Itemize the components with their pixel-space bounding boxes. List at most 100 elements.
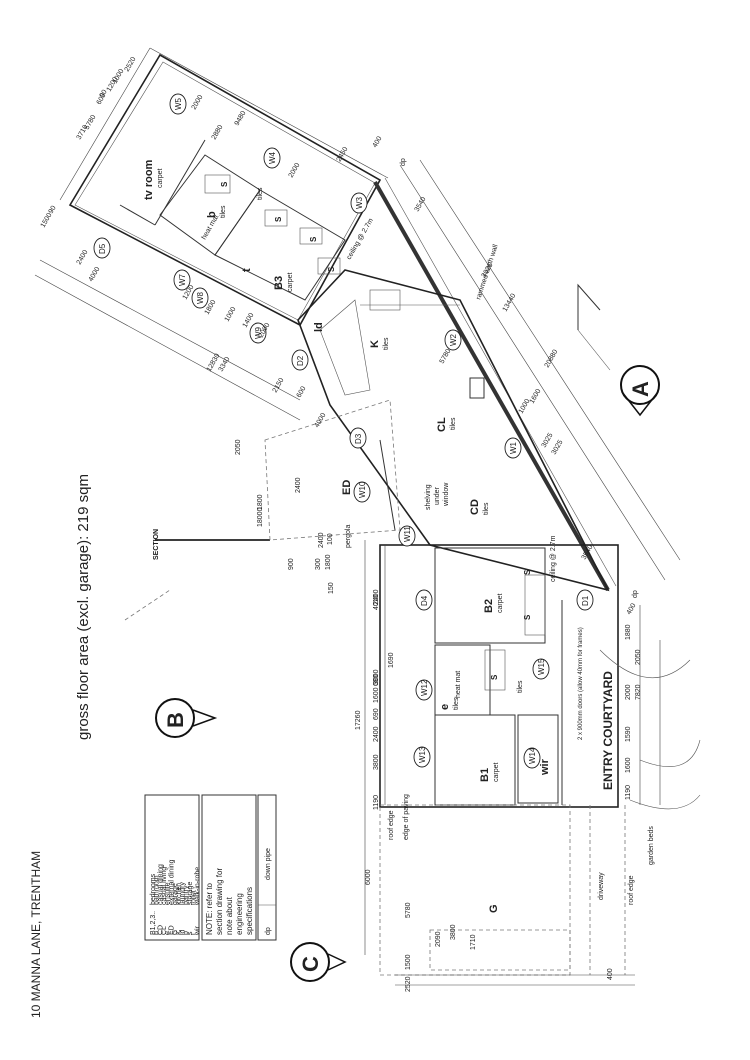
legend-code-3: CL — [161, 926, 168, 935]
tag-label-w4: W4 — [268, 151, 277, 164]
room-cl: CL — [436, 417, 448, 432]
marker-a-label: A — [628, 381, 653, 397]
dim-bot-10: 1190 — [373, 795, 380, 810]
marker-c: C — [290, 942, 347, 982]
dim-bot-33: 900 — [288, 558, 295, 570]
legend-label-1: bathroom — [154, 875, 161, 905]
room-e: e — [439, 704, 451, 710]
storage-s-4: S — [327, 266, 336, 272]
dim-bot-21: 2000 — [625, 684, 632, 700]
room-e-floor: tiles — [453, 697, 460, 710]
legend-code-5: ED — [168, 925, 175, 935]
downpipe-legend: dp down pipe — [257, 794, 277, 941]
roof-edge-1: roof edge — [388, 810, 395, 840]
tag-w13 — [413, 746, 431, 768]
dim-bot-24: 1190 — [625, 785, 632, 800]
tag-w14 — [523, 747, 541, 769]
legend-label-6: garage — [172, 883, 179, 905]
tag-w2 — [444, 329, 462, 351]
room-tv-room: tv room — [143, 159, 155, 200]
room-k-floor: tiles — [383, 337, 390, 350]
dim-mid-6: 4000 — [88, 266, 102, 283]
room-wir: wir — [539, 758, 551, 776]
entry-courtyard: ENTRY COURTYARD — [601, 671, 615, 790]
dim-bot-23: 1600 — [625, 757, 632, 773]
room-ed: ED — [341, 480, 353, 495]
north-wing — [68, 53, 617, 591]
dim-bot-25: 18000 — [257, 507, 264, 527]
dim-right-5: 13440 — [502, 293, 518, 313]
room-cl-floor: tiles — [450, 417, 457, 430]
dim-bot-17: 1710 — [470, 934, 477, 950]
dim-bot-12: 5780 — [405, 902, 412, 918]
tag-label-w13: W13 — [418, 746, 427, 763]
dim-mid-3: 400 — [372, 135, 384, 149]
tag-label-d4: D4 — [420, 595, 429, 606]
tag-label-w14: W14 — [528, 747, 537, 764]
legend-label-4: ensuite — [165, 882, 172, 905]
tag-d2 — [291, 349, 309, 371]
dim-bot-7: 3000 — [373, 669, 380, 685]
legend-code-2: CD — [157, 925, 164, 935]
legend-code-10: s — [187, 931, 194, 935]
room-b-floor: tiles — [220, 205, 227, 218]
dim-bot-5: 1600 — [373, 687, 380, 703]
dim-bot-31: 150 — [328, 582, 335, 594]
north-dims — [34, 47, 681, 581]
note-line-2: note about — [225, 896, 234, 935]
tag-w7 — [173, 269, 191, 291]
dim-right-8: 1600 — [529, 388, 543, 405]
tag-w15 — [532, 658, 550, 680]
edge-paving: edge of paving — [403, 794, 410, 840]
legend-code-9: p — [183, 931, 190, 935]
dim-bot-26: 2400 — [295, 477, 302, 493]
room-b3-floor: carpet — [287, 272, 294, 292]
storage-s-3: S — [309, 236, 318, 242]
dim-bot-15: 3800 — [450, 924, 457, 940]
dim-bot-16: 2090 — [435, 931, 442, 947]
dim-bot-2: 3800 — [373, 754, 380, 770]
tag-label-w7: W7 — [178, 273, 187, 286]
driveway-note: driveway — [598, 872, 605, 900]
tag-w3 — [350, 192, 368, 214]
tag-w10 — [353, 481, 371, 503]
south-dims — [364, 540, 661, 986]
legend-code-11: t — [191, 933, 198, 935]
tag-label-w3: W3 — [355, 196, 364, 209]
legend-code-7: K — [176, 930, 183, 935]
legend-code-0: B1,2,3.. — [150, 911, 157, 935]
tiles-label: tiles — [517, 680, 524, 693]
tiles-label-north: tiles — [257, 187, 264, 200]
dim-bot-13: 2520 — [405, 976, 412, 992]
dim-mid-5: 9480 — [234, 110, 248, 127]
legend-label-12: walk-in-robe — [194, 867, 201, 906]
tag-d1 — [576, 589, 594, 611]
shelving-3: window — [443, 482, 450, 507]
storage-s-7: S — [490, 674, 499, 680]
ceiling-note-1: ceiling @ 2.7m — [550, 535, 557, 582]
downpipe-code: dp — [265, 927, 272, 935]
legend-label-2: casual dining — [157, 864, 164, 905]
room-b3: B3 — [273, 276, 285, 290]
dim-bot-28: 1800 — [325, 554, 332, 570]
dim-mid-16: 600 — [296, 385, 308, 399]
dim-right-3: 3025 — [551, 439, 565, 456]
dim-mid-0: 2000 — [191, 94, 205, 111]
tag-w8 — [191, 287, 209, 309]
dim-bot-9: 2400 — [373, 589, 380, 605]
legend-label-5: external dining — [168, 859, 175, 905]
dim-mid-4: 2000 — [288, 162, 302, 179]
dim-bot-27: 2400 — [318, 532, 325, 548]
room-t: t — [241, 268, 253, 272]
garden-beds: garden beds — [648, 826, 655, 865]
legend-code-6: G — [172, 930, 179, 935]
tag-w12 — [415, 679, 433, 701]
tag-label-d2: D2 — [296, 355, 305, 366]
tag-w1 — [504, 437, 522, 459]
marker-a: A — [577, 283, 660, 417]
tag-label-d3: D3 — [354, 433, 363, 444]
tag-w11 — [398, 525, 416, 547]
room-g: G — [488, 904, 500, 913]
